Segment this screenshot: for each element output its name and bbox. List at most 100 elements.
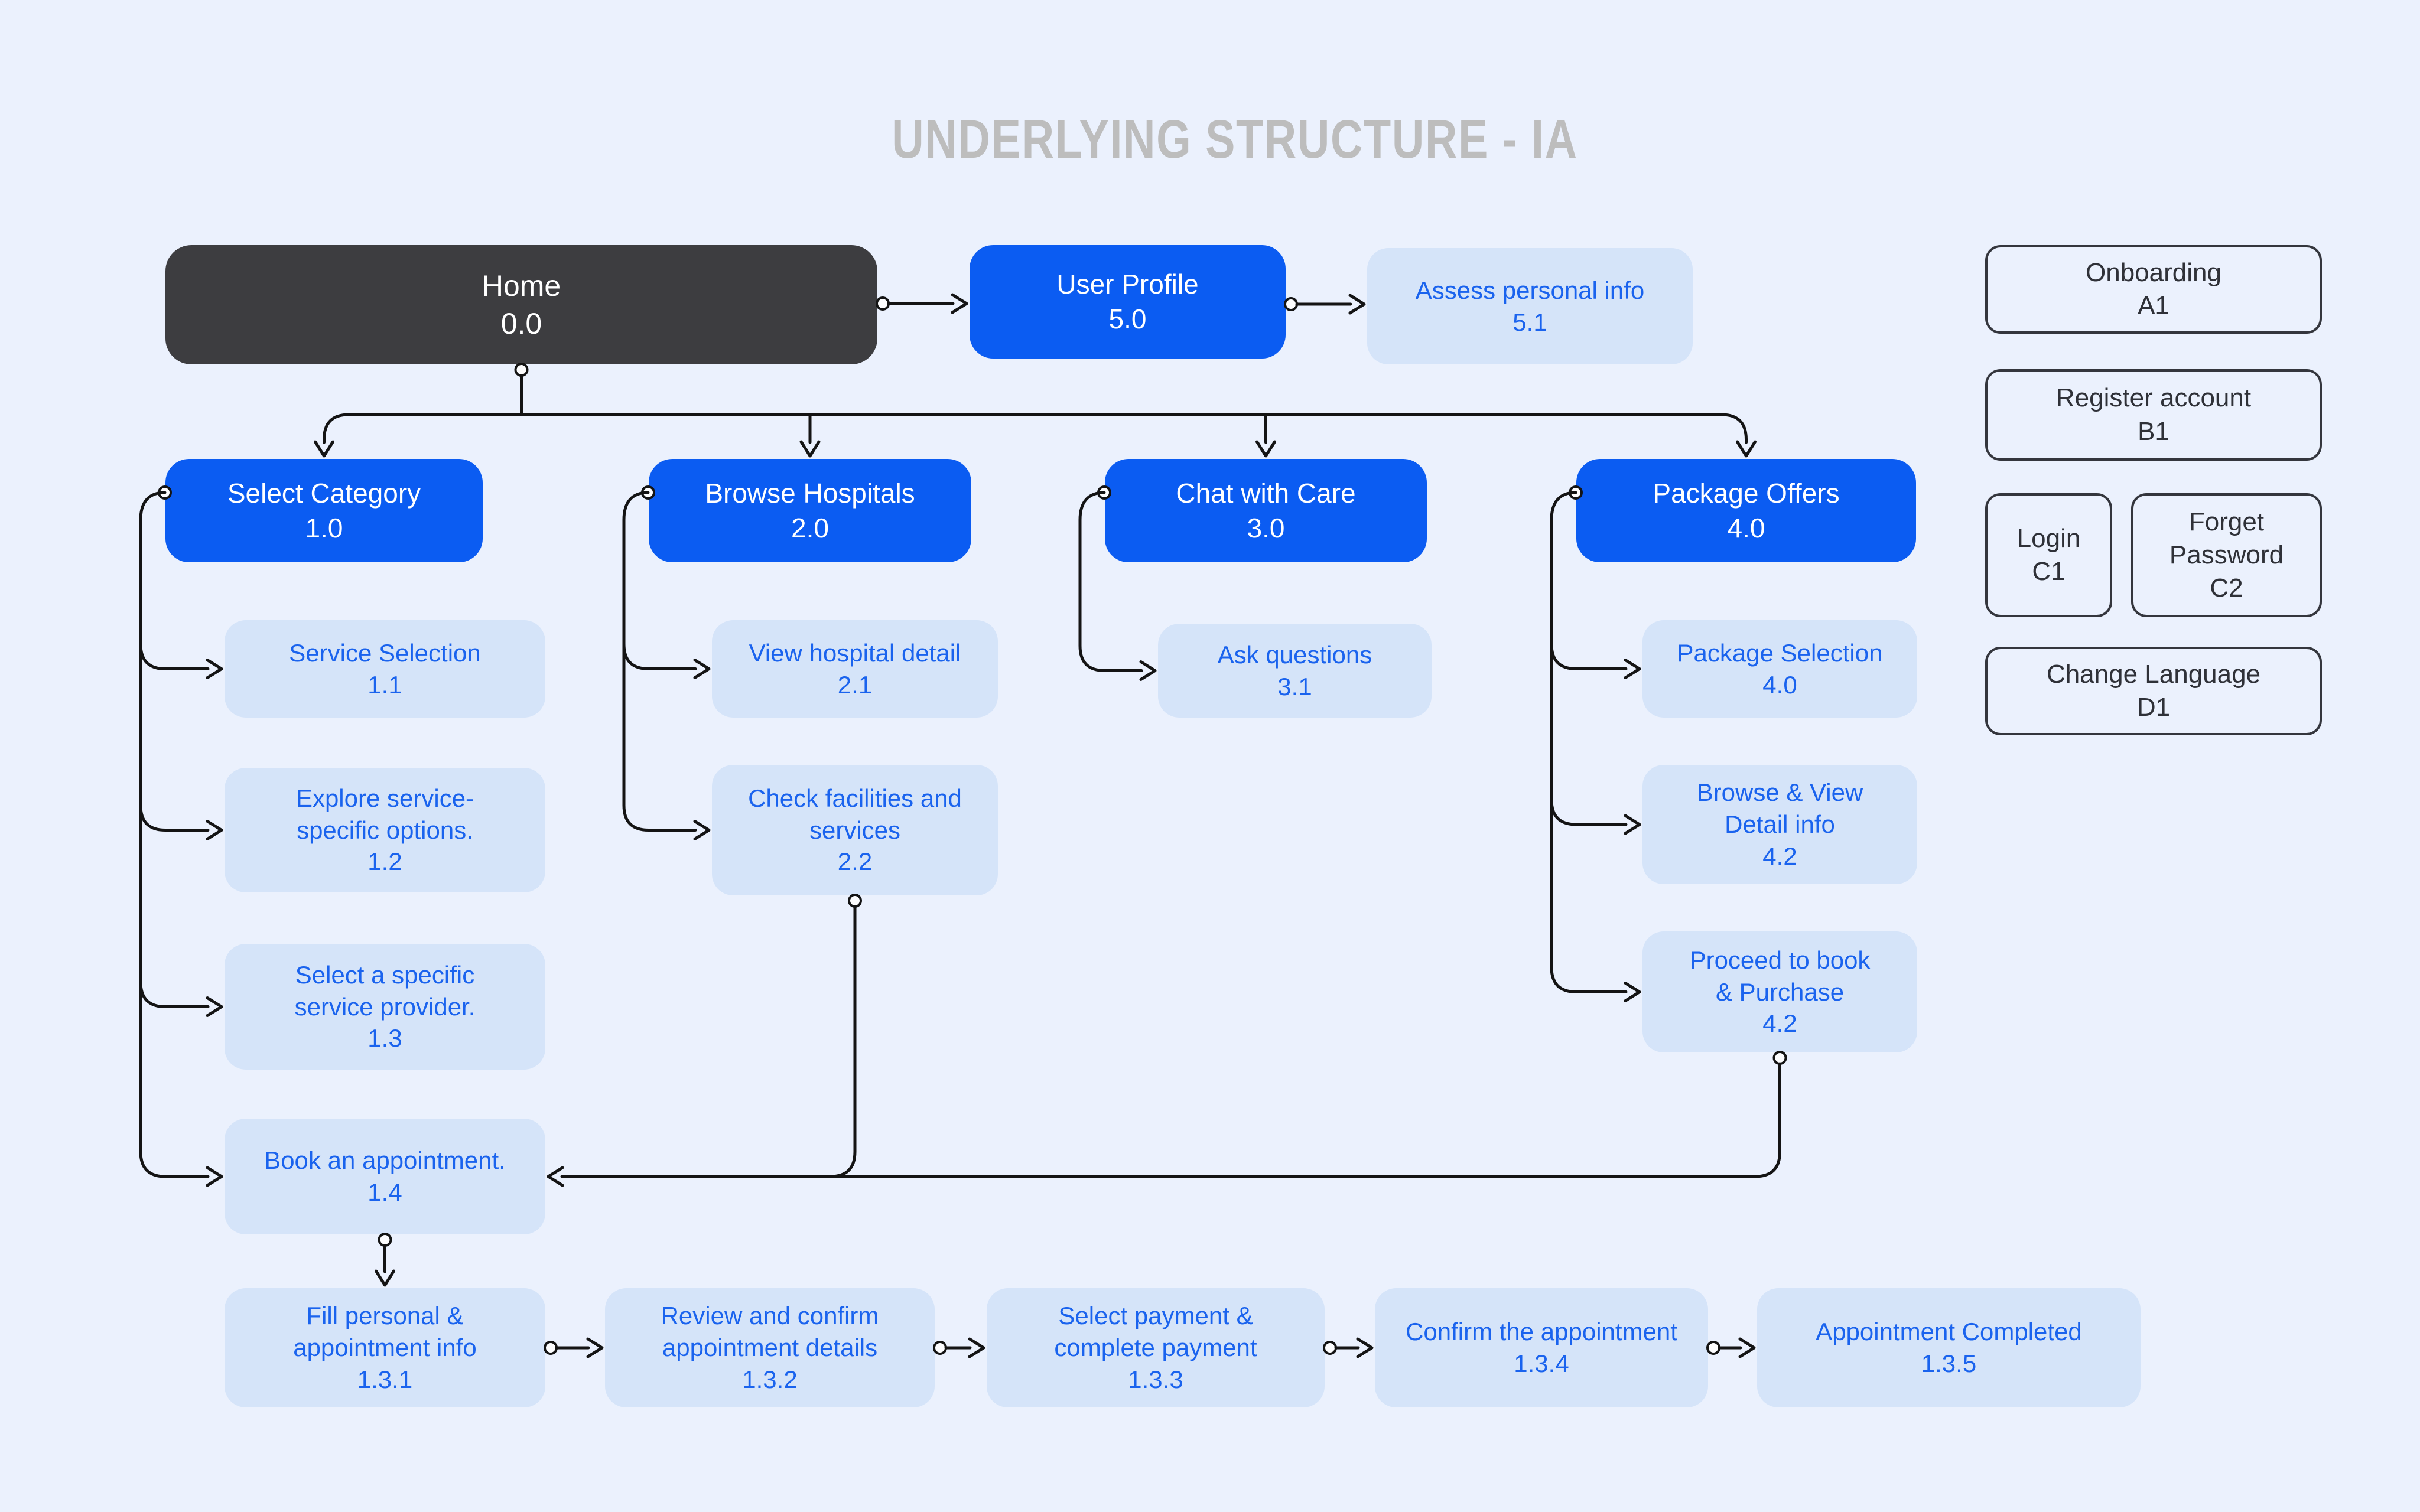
node-select-payment[interactable]: Select payment & complete payment 1.3.3 — [987, 1288, 1325, 1407]
connector-start-dot — [378, 1233, 392, 1247]
node-book-appointment[interactable]: Book an appointment. 1.4 — [225, 1119, 545, 1234]
node-package-selection[interactable]: Package Selection 4.0 — [1642, 620, 1917, 718]
node-label: Fill personal & appointment info — [293, 1302, 477, 1362]
edge-confirm-appointment-appointment-completed — [1706, 1337, 1756, 1358]
node-label: Select Category — [227, 477, 421, 509]
node-label: Change Language — [2046, 659, 2261, 689]
node-label: Select payment & complete payment — [1054, 1302, 1257, 1362]
node-label: Check facilities and services — [748, 784, 962, 844]
node-user-profile[interactable]: User Profile 5.0 — [970, 245, 1286, 359]
node-home[interactable]: Home 0.0 — [165, 245, 877, 364]
node-fill-info[interactable]: Fill personal & appointment info 1.3.1 — [225, 1288, 545, 1407]
node-code: C1 — [2032, 557, 2066, 586]
node-label: Review and confirm appointment details — [661, 1302, 879, 1362]
node-code: 1.3.3 — [1128, 1365, 1183, 1393]
node-label: Confirm the appointment — [1406, 1318, 1677, 1346]
node-code: 4.2 — [1762, 842, 1797, 870]
edge-return-to-book-appointment — [547, 894, 1787, 1187]
node-label: Login — [2016, 523, 2081, 553]
node-label: Browse & View Detail info — [1696, 778, 1863, 839]
connector-start-dot — [1706, 1341, 1720, 1355]
node-label: Explore service- specific options. — [295, 784, 474, 844]
connector-start-dot — [544, 1341, 558, 1355]
node-code: 0.0 — [500, 307, 542, 340]
node-label: Chat with Care — [1176, 477, 1356, 509]
node-code: 4.0 — [1762, 670, 1797, 699]
edge-review-confirm-select-payment — [933, 1337, 985, 1358]
page-title: UNDERLYING STRUCTURE - IA — [892, 109, 1578, 170]
node-code: 4.2 — [1762, 1009, 1797, 1038]
node-code: 2.2 — [837, 848, 873, 876]
node-code: 5.0 — [1108, 304, 1147, 334]
node-label: Book an appointment. — [264, 1146, 506, 1175]
connector-start-dot — [933, 1341, 947, 1355]
connector-start-dot — [1284, 297, 1298, 311]
node-label: Appointment Completed — [1816, 1318, 2082, 1346]
edge-select-category-children — [139, 485, 223, 1187]
node-code: 1.1 — [367, 670, 402, 699]
edge-fill-info-review-confirm — [544, 1337, 604, 1358]
node-label: Forget Password — [2169, 507, 2284, 569]
node-label: Service Selection — [289, 638, 481, 667]
node-code: 1.3.4 — [1514, 1350, 1569, 1377]
connector-start-dot — [848, 894, 862, 908]
node-label: User Profile — [1056, 269, 1199, 300]
node-label: Proceed to book & Purchase — [1689, 946, 1871, 1006]
node-assess-personal-info[interactable]: Assess personal info 5.1 — [1367, 248, 1693, 364]
node-code: 3.1 — [1277, 672, 1312, 700]
node-label: Select a specific service provider. — [294, 960, 476, 1021]
node-review-confirm[interactable]: Review and confirm appointment details 1.… — [605, 1288, 935, 1407]
connector-start-dot — [1772, 1051, 1787, 1065]
node-select-provider[interactable]: Select a specific service provider. 1.3 — [225, 944, 545, 1070]
edge-select-payment-confirm-appointment — [1323, 1337, 1374, 1358]
node-code: 4.0 — [1727, 512, 1765, 543]
node-label: Browse Hospitals — [705, 477, 915, 509]
node-service-selection[interactable]: Service Selection 1.1 — [225, 620, 545, 718]
connector-start-dot — [514, 363, 529, 377]
node-code: 2.0 — [791, 512, 829, 543]
node-code: 5.1 — [1512, 308, 1547, 336]
node-label: Assess personal info — [1415, 276, 1645, 304]
node-proceed-book[interactable]: Proceed to book & Purchase 4.2 — [1642, 931, 1917, 1052]
node-code: 1.3.2 — [742, 1365, 798, 1393]
node-code: A1 — [2138, 291, 2169, 320]
node-label: Onboarding — [2086, 258, 2221, 287]
node-code: 1.3.5 — [1921, 1350, 1977, 1377]
node-explore-options[interactable]: Explore service- specific options. 1.2 — [225, 768, 545, 892]
node-check-facilities[interactable]: Check facilities and services 2.2 — [712, 765, 998, 895]
node-label: Home — [482, 269, 561, 302]
node-browse-view-detail[interactable]: Browse & View Detail info 4.2 — [1642, 765, 1917, 884]
edge-home-children — [314, 363, 1757, 458]
connector-start-dot — [876, 296, 890, 311]
edge-user-profile-assess-personal-info — [1284, 294, 1366, 315]
node-label: Package Offers — [1653, 477, 1840, 509]
edge-home-user-profile — [876, 293, 968, 314]
node-label: Package Selection — [1677, 638, 1883, 667]
node-code: C2 — [2210, 573, 2243, 603]
node-code: B1 — [2138, 416, 2169, 446]
node-label: Ask questions — [1217, 640, 1372, 669]
node-appointment-completed[interactable]: Appointment Completed 1.3.5 — [1757, 1288, 2141, 1407]
node-code: 1.3.1 — [357, 1365, 413, 1393]
edge-book-appointment-fill-info — [375, 1233, 395, 1287]
node-confirm-appointment[interactable]: Confirm the appointment 1.3.4 — [1375, 1288, 1708, 1407]
node-code: 1.0 — [305, 512, 343, 543]
node-code: 1.2 — [367, 848, 402, 876]
node-code: 2.1 — [837, 670, 873, 699]
edge-package-offers-children — [1550, 485, 1641, 1002]
node-ask-questions[interactable]: Ask questions 3.1 — [1158, 624, 1432, 718]
node-code: 1.3 — [367, 1024, 402, 1052]
node-code: 1.4 — [367, 1178, 402, 1206]
